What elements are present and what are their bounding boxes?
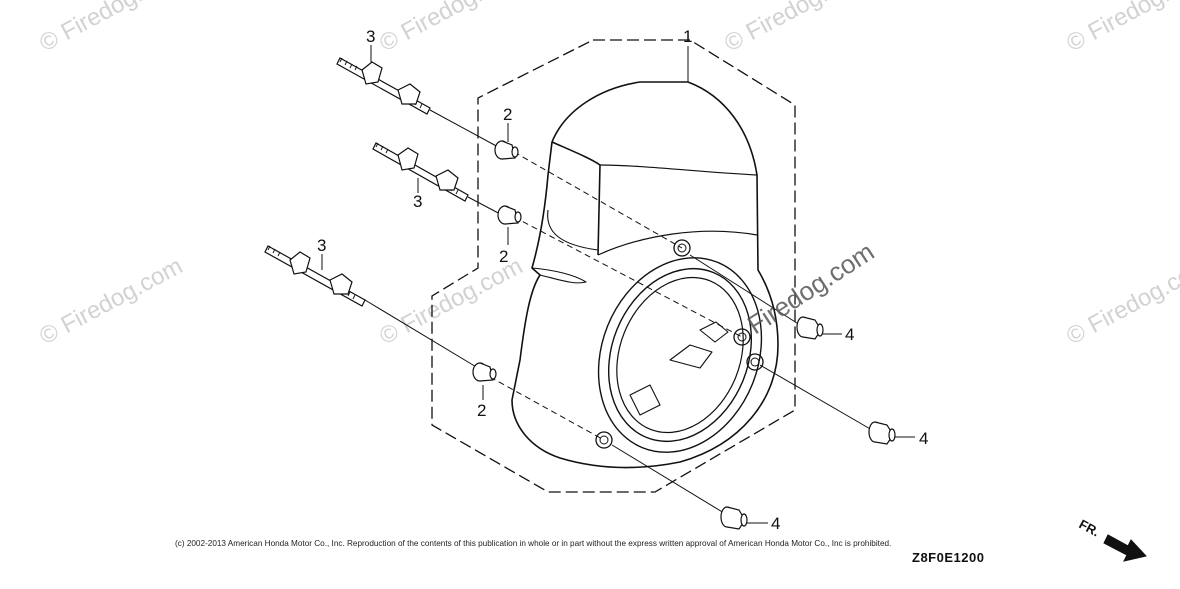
- collar: [497, 205, 522, 225]
- flange-nut: [868, 421, 896, 445]
- watermark: © Firedog.com: [1062, 0, 1180, 57]
- collar: [494, 140, 519, 160]
- stud-bolts: [264, 57, 469, 307]
- callout-3: 3: [317, 236, 326, 255]
- watermark: © Firedog.com: [720, 0, 872, 57]
- callouts: 1 3 2 3 2 3 2 4 4 4: [317, 27, 928, 533]
- diagram-code: Z8F0E1200: [912, 550, 985, 565]
- watermark: © Firedog.com: [35, 0, 187, 57]
- flange-nuts: [720, 316, 896, 530]
- watermark: © Firedog.com: [35, 252, 187, 350]
- fan-shroud: [511, 81, 779, 469]
- watermark: © Firedog.com: [375, 252, 527, 350]
- alignment-lines: [489, 151, 743, 441]
- callout-2: 2: [477, 401, 486, 420]
- callout-4: 4: [771, 514, 780, 533]
- copyright-notice: (c) 2002-2013 American Honda Motor Co., …: [175, 539, 892, 548]
- collars: [472, 140, 522, 382]
- stud-bolt: [264, 245, 366, 307]
- assembly-outline: [431, 39, 796, 493]
- callout-3: 3: [366, 27, 375, 46]
- flange-nut: [720, 506, 748, 530]
- watermark: © Firedog.com: [375, 0, 527, 57]
- callout-3: 3: [413, 192, 422, 211]
- front-direction-arrow: FR.: [1077, 516, 1147, 562]
- collar: [472, 362, 497, 382]
- stud-bolt: [336, 57, 431, 115]
- callout-4: 4: [919, 429, 928, 448]
- front-direction-label: FR.: [1077, 516, 1103, 539]
- stud-bolt: [372, 142, 469, 202]
- watermark: © Firedog.com: [1062, 252, 1180, 350]
- arrow-icon: [1103, 534, 1147, 562]
- leader-lines: [321, 45, 915, 524]
- callout-4: 4: [845, 325, 854, 344]
- callout-2: 2: [499, 247, 508, 266]
- callout-1: 1: [683, 27, 692, 46]
- flange-nut: [796, 316, 824, 340]
- callout-2: 2: [503, 105, 512, 124]
